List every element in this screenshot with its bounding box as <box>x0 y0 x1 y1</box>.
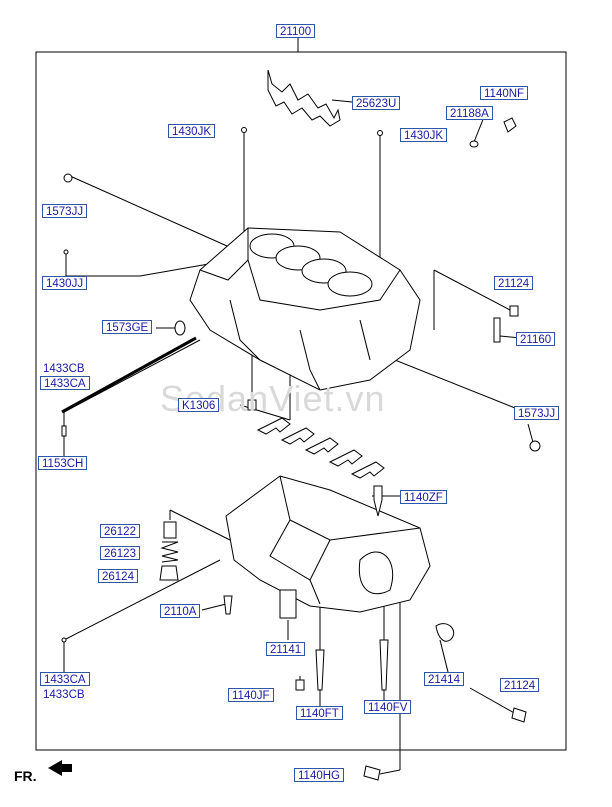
plug-1573jj-right <box>529 440 541 452</box>
stud-1430jj <box>63 249 69 255</box>
lower-crankcase <box>225 475 431 613</box>
label-25623u: 25623U <box>352 96 401 110</box>
label-1573jj-right: 1573JJ <box>514 406 560 420</box>
label-21414: 21414 <box>424 672 464 686</box>
bolt-1140fv <box>379 639 389 691</box>
clip-21414 <box>435 623 455 642</box>
front-marker: FR. <box>14 768 37 784</box>
label-21141: 21141 <box>266 642 306 656</box>
label-21124-bottom: 21124 <box>500 678 540 692</box>
label-2110a: 2110A <box>160 604 201 618</box>
bolt-1140hg <box>363 765 381 781</box>
pin-21124-top <box>509 305 519 317</box>
label-21124-top: 21124 <box>494 276 534 290</box>
diagram-frame <box>35 51 567 751</box>
cylinder-bore <box>327 271 373 297</box>
oil-jet-21141 <box>279 589 297 619</box>
stud-top-right <box>377 130 383 136</box>
cap-26122 <box>163 521 177 539</box>
label-1573ge: 1573GE <box>102 320 153 334</box>
plug-26124 <box>159 565 179 581</box>
bearing-caps <box>256 417 385 479</box>
label-26123: 26123 <box>100 546 140 560</box>
bolt-1140jf <box>295 679 305 691</box>
gasket-shape <box>267 69 341 127</box>
spring-26123 <box>160 541 179 563</box>
front-arrow-icon <box>48 760 72 776</box>
label-1430jk-right: 1430JK <box>400 128 448 142</box>
label-21160: 21160 <box>516 332 556 346</box>
label-1573jj-left: 1573JJ <box>42 204 88 218</box>
label-1140nf: 1140NF <box>480 86 529 100</box>
label-1140zf: 1140ZF <box>400 490 447 504</box>
label-26124: 26124 <box>98 569 138 583</box>
seal-1573ge <box>174 320 186 336</box>
plug-1573jj-left <box>63 173 73 183</box>
pin-21160 <box>493 317 501 343</box>
label-26122: 26122 <box>100 524 140 538</box>
label-1140ft: 1140FT <box>296 706 343 720</box>
stud-1433ca-bottom <box>61 637 67 643</box>
label-1433ca-top: 1433CA <box>40 376 90 390</box>
label-1433cb-top: 1433CB <box>43 363 85 375</box>
label-21100: 21100 <box>276 24 316 38</box>
washer-21188a <box>469 140 479 148</box>
bolt-1140nf <box>503 117 517 133</box>
small-parts <box>61 117 541 781</box>
label-1153ch: 1153CH <box>38 456 88 470</box>
label-1140jf: 1140JF <box>228 688 274 702</box>
label-1430jk-left: 1430JK <box>168 124 216 138</box>
cylinder-block <box>189 227 421 391</box>
bolt-2110a <box>223 595 233 615</box>
label-k1306: K1306 <box>178 398 220 412</box>
stud-top-left <box>241 127 247 133</box>
pin-21124-bottom <box>511 707 527 723</box>
bolt-1140zf <box>373 485 383 517</box>
label-21188a: 21188A <box>446 106 493 120</box>
label-1430jj: 1430JJ <box>42 276 88 290</box>
label-1140fv: 1140FV <box>364 700 412 714</box>
label-1140hg: 1140HG <box>294 768 344 782</box>
bolt-k1306 <box>247 399 257 411</box>
bolt-1153ch <box>61 425 67 437</box>
label-1433cb-bottom: 1433CB <box>43 689 85 701</box>
bolt-1140ft <box>315 649 325 691</box>
label-1433ca-bottom: 1433CA <box>40 672 90 686</box>
